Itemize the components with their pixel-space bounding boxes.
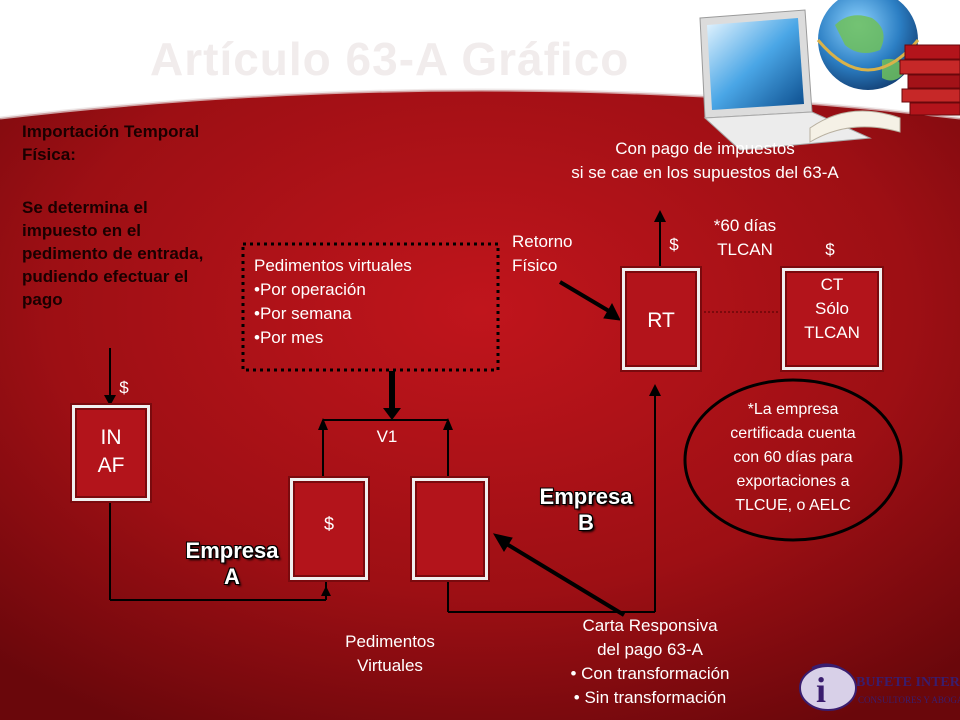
retorno-label: Retorno Físico	[512, 230, 602, 278]
virtual-dotted-box	[241, 242, 500, 372]
box-ct-line3: TLCAN	[804, 323, 860, 342]
empresa-b-line2: B	[578, 510, 594, 535]
box-in-af-label: IN AF	[70, 424, 152, 480]
carta-item: • Con transformación	[570, 664, 730, 683]
box-empresa-a	[288, 476, 370, 582]
carta-line1: Carta Responsiva	[582, 616, 718, 635]
pedimentos-line2: Virtuales	[357, 656, 423, 675]
globe-icon	[816, 0, 920, 90]
ellipse-line: exportaciones a	[736, 473, 850, 490]
pedimentos-line1: Pedimentos	[345, 632, 435, 651]
virtual-box-item: •Por mes	[254, 328, 324, 347]
tax-note-line2: si se cae en los supuestos del 63-A	[571, 163, 839, 182]
company-logo-icon: i	[799, 663, 857, 711]
ellipse-note: *La empresa certificada cuenta con 60 dí…	[703, 398, 883, 518]
books-icon	[809, 44, 960, 143]
box-ct-line1: CT	[820, 275, 844, 294]
retorno-line2: Físico	[512, 256, 558, 275]
box-in-af	[70, 403, 152, 503]
carta-responsiva: Carta Responsiva del pago 63-A • Con tra…	[530, 614, 770, 710]
laptop-icon	[699, 9, 872, 151]
box-in-line1: IN	[100, 426, 122, 449]
retorno-line1: Retorno	[512, 232, 573, 251]
ellipse-line: TLCUE, o AELC	[735, 497, 851, 514]
box-empresa-a-dollar: $	[323, 514, 334, 534]
ellipse-line: *La empresa	[747, 401, 839, 418]
page-title: Artículo 63-A Gráfico	[150, 33, 630, 85]
carta-item: • Sin transformación	[573, 688, 727, 707]
ellipse-line: certificada cuenta	[730, 425, 856, 442]
v1-label: V1	[376, 427, 398, 446]
pedimentos-virtuales-label: Pedimentos Virtuales	[320, 630, 460, 678]
empresa-b-line1: Empresa	[539, 484, 633, 509]
empresa-a-label: Empresa A	[170, 538, 294, 590]
box-rt-label: RT	[647, 309, 675, 332]
dias-label: *60 días TLCAN	[695, 214, 795, 262]
virtual-box-item: •Por operación	[254, 280, 366, 299]
dollar-ct: $	[825, 240, 835, 259]
tax-note: Con pago de impuestos si se cae en los s…	[530, 137, 880, 185]
dias-line2: TLCAN	[717, 240, 773, 259]
box-ct	[780, 266, 884, 372]
virtual-box: Pedimentos virtuales •Por operación •Por…	[254, 254, 494, 350]
dias-line1: *60 días	[713, 216, 777, 235]
empresa-a-line2: A	[224, 564, 240, 589]
logo-subtitle: CONSULTORES Y ABOGADOS	[858, 695, 960, 705]
diagonal-arrows	[492, 280, 626, 617]
virtual-box-title: Pedimentos virtuales	[254, 256, 412, 275]
dollar-rt: $	[669, 235, 679, 254]
note-ellipse	[683, 378, 903, 542]
side-note-heading: Importación Temporal Física:	[22, 122, 200, 164]
carta-line2: del pago 63-A	[597, 640, 703, 659]
empresa-a-line1: Empresa	[185, 538, 279, 563]
virtual-box-item: •Por semana	[254, 304, 352, 323]
box-in-line2: AF	[97, 454, 125, 477]
dollar-in: $	[119, 378, 129, 397]
box-ct-line2: Sólo	[814, 299, 850, 318]
logo-name: BUFETE INTERNACIONAL	[856, 675, 960, 690]
ellipse-line: con 60 días para	[733, 449, 853, 466]
side-note-body: Se determina el impuesto en el pedimento…	[22, 198, 204, 309]
box-ct-label: CT Sólo TLCAN	[780, 273, 884, 345]
arrow-heads	[104, 210, 666, 596]
tax-note-line1: Con pago de impuestos	[615, 139, 795, 158]
box-rt	[620, 266, 702, 372]
red-body	[0, 90, 960, 720]
box-empresa-b	[410, 476, 490, 582]
svg-text:i: i	[816, 670, 826, 710]
empresa-b-label: Empresa B	[524, 484, 648, 536]
connector-lines	[109, 218, 780, 613]
